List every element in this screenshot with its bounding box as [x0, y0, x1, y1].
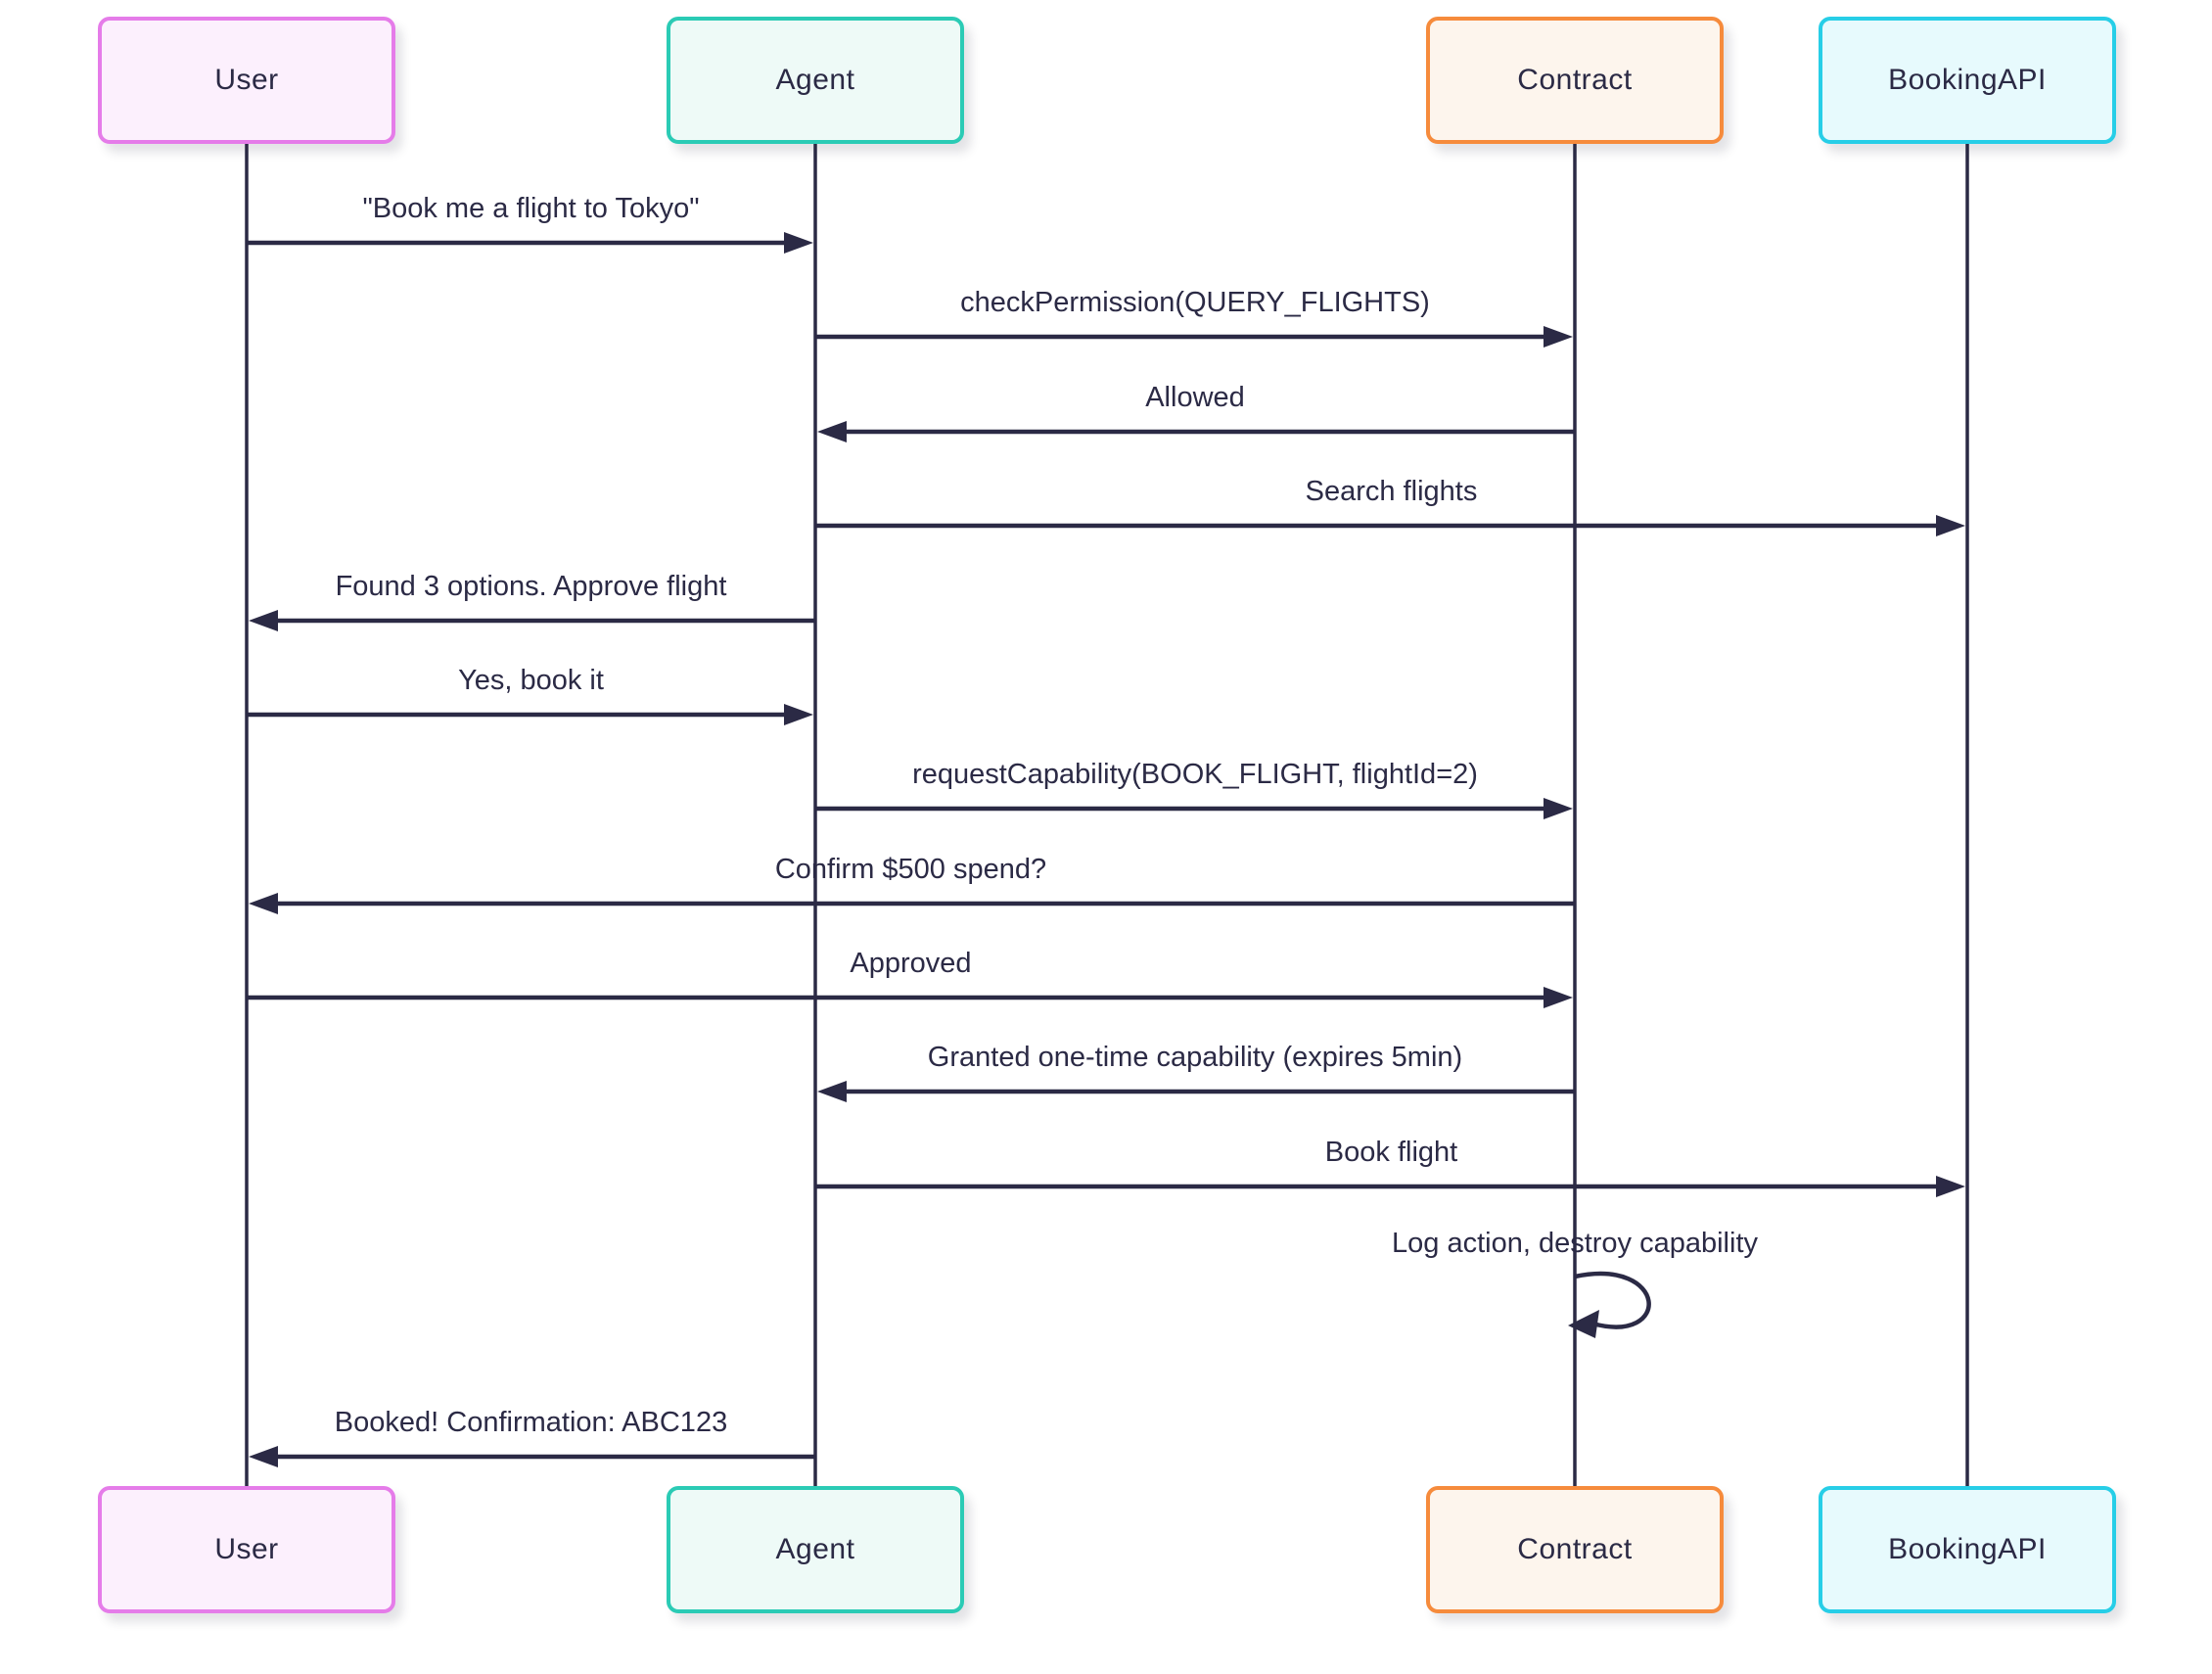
actor-label-agent-bottom: Agent [775, 1533, 855, 1565]
actor-label-contract-bottom: Contract [1517, 1533, 1633, 1565]
message-label-1: checkPermission(QUERY_FLIGHTS) [960, 287, 1430, 318]
actor-box-agent-top: Agent [667, 17, 964, 144]
message-label-0: "Book me a flight to Tokyo" [362, 193, 700, 224]
actor-box-user-top: User [98, 17, 395, 144]
message-arrowhead-1 [1544, 326, 1573, 348]
message-label-2: Allowed [1145, 382, 1245, 413]
message-label-12: Booked! Confirmation: ABC123 [334, 1407, 728, 1438]
message-label-8: Approved [850, 948, 972, 979]
message-arrowhead-7 [249, 893, 278, 914]
message-arrowhead-0 [784, 232, 813, 254]
actor-label-user-bottom: User [214, 1533, 279, 1565]
message-arrowhead-5 [784, 704, 813, 725]
message-label-3: Search flights [1305, 476, 1478, 507]
message-arrowhead-12 [249, 1446, 278, 1467]
message-label-9: Granted one-time capability (expires 5mi… [927, 1042, 1463, 1073]
actor-label-bookingapi-top: BookingAPI [1888, 64, 2047, 96]
actor-box-user-bottom: User [98, 1486, 395, 1613]
message-arrowhead-9 [817, 1081, 847, 1102]
message-arrowhead-4 [249, 610, 278, 631]
message-label-10: Book flight [1324, 1137, 1458, 1168]
actor-label-agent-top: Agent [775, 64, 855, 96]
actor-label-bookingapi-bottom: BookingAPI [1888, 1533, 2047, 1565]
actor-box-bookingapi-bottom: BookingAPI [1819, 1486, 2116, 1613]
self-loop-arrow [1574, 1271, 1651, 1329]
actor-box-contract-top: Contract [1426, 17, 1724, 144]
message-label-5: Yes, book it [458, 665, 604, 696]
message-arrowhead-8 [1544, 987, 1573, 1008]
self-loop-arrowhead [1568, 1310, 1599, 1338]
message-label-4: Found 3 options. Approve flight [335, 571, 727, 602]
actor-box-contract-bottom: Contract [1426, 1486, 1724, 1613]
message-arrowhead-10 [1936, 1176, 1965, 1197]
message-arrowhead-2 [817, 421, 847, 442]
actor-label-user-top: User [214, 64, 279, 96]
message-arrowhead-3 [1936, 515, 1965, 536]
message-label-7: Confirm $500 spend? [774, 854, 1047, 885]
message-label-6: requestCapability(BOOK_FLIGHT, flightId=… [912, 759, 1478, 790]
actor-box-agent-bottom: Agent [667, 1486, 964, 1613]
actor-box-bookingapi-top: BookingAPI [1819, 17, 2116, 144]
message-label-11: Log action, destroy capability [1392, 1228, 1758, 1259]
message-arrowhead-6 [1544, 798, 1573, 819]
actor-label-contract-top: Contract [1517, 64, 1633, 96]
